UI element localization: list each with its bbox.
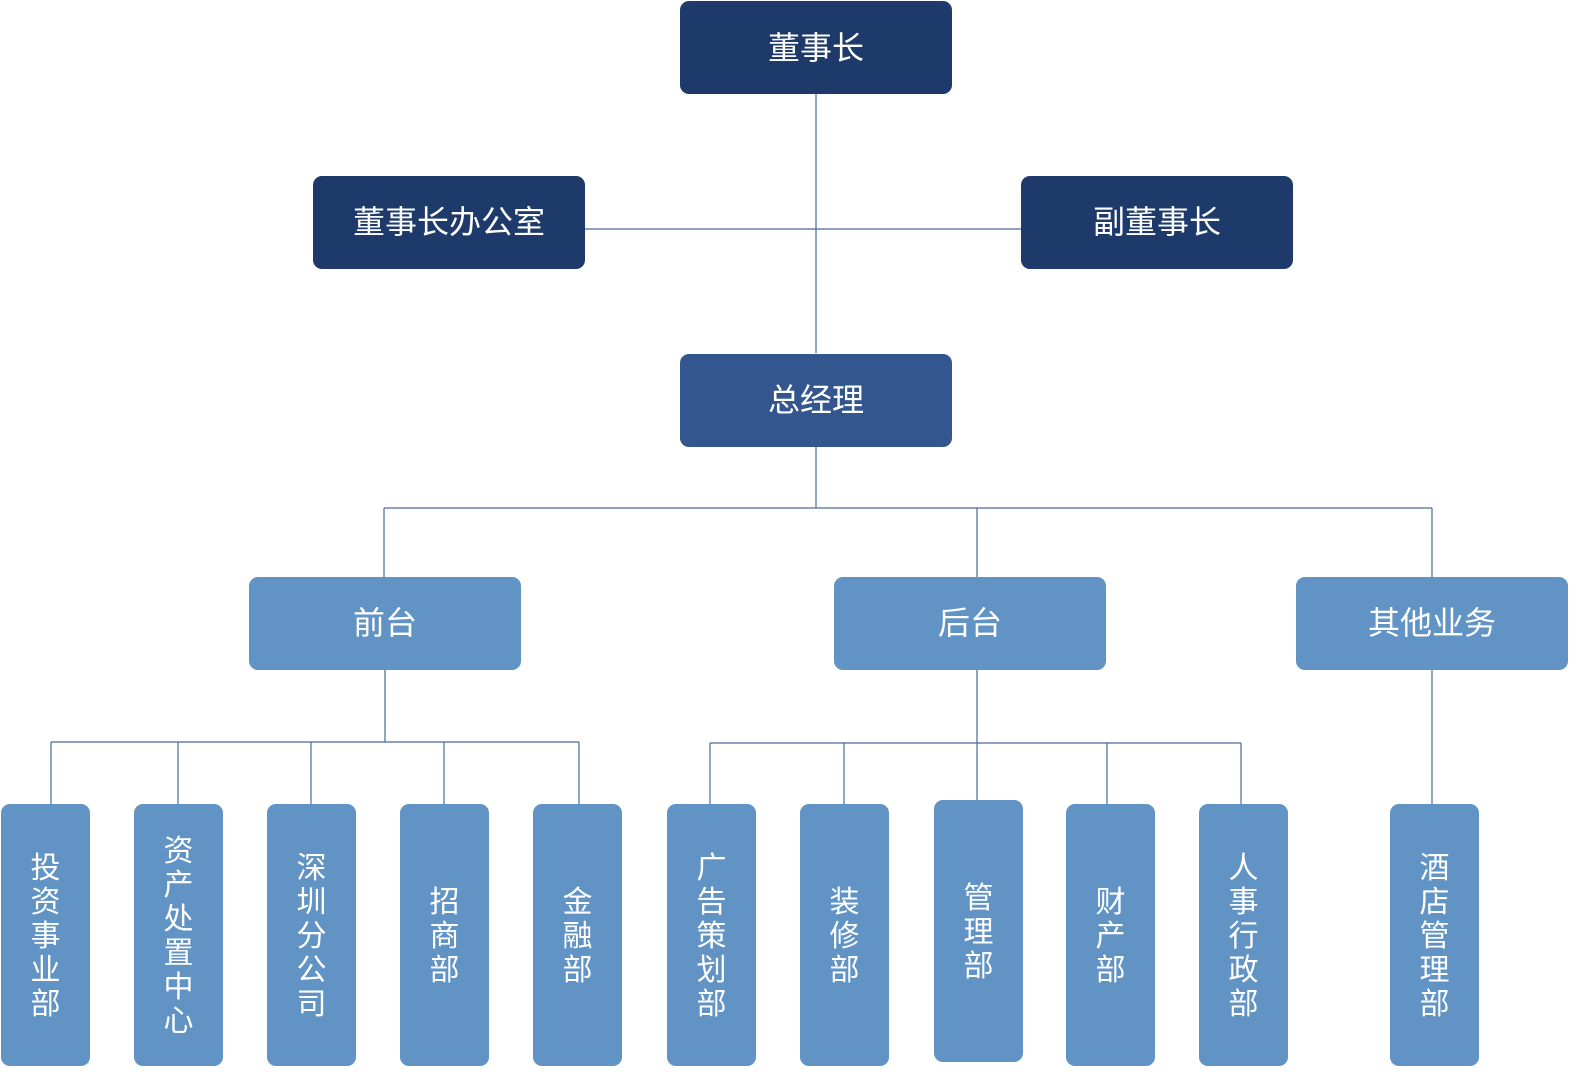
- department-front-2: 资产处置中心: [134, 804, 223, 1066]
- node-front-office-box: [249, 577, 521, 670]
- node-chairman-office-label: 董事长办公室: [353, 203, 545, 241]
- department-label: 管理部: [964, 881, 994, 984]
- node-chairman-office: 董事长办公室: [313, 176, 585, 269]
- department-back-2: 装修部: [800, 804, 889, 1066]
- node-general-manager-label: 总经理: [768, 381, 864, 419]
- department-box: [1, 804, 90, 1066]
- node-back-office-box: [834, 577, 1106, 670]
- department-box: [400, 804, 489, 1066]
- department-front-3: 深圳分公司: [267, 804, 356, 1066]
- node-chairman-label: 董事长: [768, 29, 864, 67]
- department-other-1: 酒店管理部: [1390, 804, 1479, 1066]
- department-label: 酒店管理部: [1420, 851, 1450, 1022]
- node-chairman-box: [680, 1, 952, 94]
- node-back-office: 后台: [834, 577, 1106, 670]
- department-box: [1390, 804, 1479, 1066]
- department-box: [134, 804, 223, 1066]
- department-label: 资产处置中心: [164, 834, 194, 1039]
- department-label: 广告策划部: [697, 851, 727, 1022]
- department-label: 金融部: [563, 885, 593, 988]
- department-label: 财产部: [1096, 885, 1126, 988]
- node-front-office: 前台: [249, 577, 521, 670]
- node-other-business-label: 其他业务: [1368, 604, 1496, 642]
- department-box: [267, 804, 356, 1066]
- node-vice-chairman-box: [1021, 176, 1293, 269]
- node-general-manager-box: [680, 354, 952, 447]
- department-back-3: 管理部: [934, 800, 1023, 1062]
- department-label: 投资事业部: [31, 851, 61, 1022]
- node-vice-chairman-label: 副董事长: [1093, 203, 1221, 241]
- department-box: [800, 804, 889, 1066]
- connector-lines: [50, 94, 1433, 804]
- department-label: 招商部: [430, 885, 460, 988]
- department-boxes: 投资事业部 资产处置中心 深圳分公司 招商部 金融部 广告策划部 装修部 管理部 财产部 人事行政…: [1, 800, 1479, 1066]
- department-front-1: 投资事业部: [1, 804, 90, 1066]
- node-chairman-office-box: [313, 176, 585, 269]
- department-back-4: 财产部: [1066, 804, 1155, 1066]
- department-back-1: 广告策划部: [667, 804, 756, 1066]
- department-label: 装修部: [830, 885, 860, 988]
- node-front-office-label: 前台: [353, 604, 417, 642]
- node-chairman: 董事长: [680, 1, 952, 94]
- department-box: [533, 804, 622, 1066]
- department-back-5: 人事行政部: [1199, 804, 1288, 1066]
- node-other-business: 其他业务: [1296, 577, 1568, 670]
- department-front-5: 金融部: [533, 804, 622, 1066]
- department-box: [667, 804, 756, 1066]
- node-other-business-box: [1296, 577, 1568, 670]
- department-box: [1199, 804, 1288, 1066]
- department-label: 深圳分公司: [297, 851, 327, 1022]
- department-box: [934, 800, 1023, 1062]
- department-front-4: 招商部: [400, 804, 489, 1066]
- node-back-office-label: 后台: [938, 604, 1002, 642]
- department-label: 人事行政部: [1229, 851, 1259, 1022]
- node-vice-chairman: 副董事长: [1021, 176, 1293, 269]
- department-box: [1066, 804, 1155, 1066]
- node-general-manager: 总经理: [680, 354, 952, 447]
